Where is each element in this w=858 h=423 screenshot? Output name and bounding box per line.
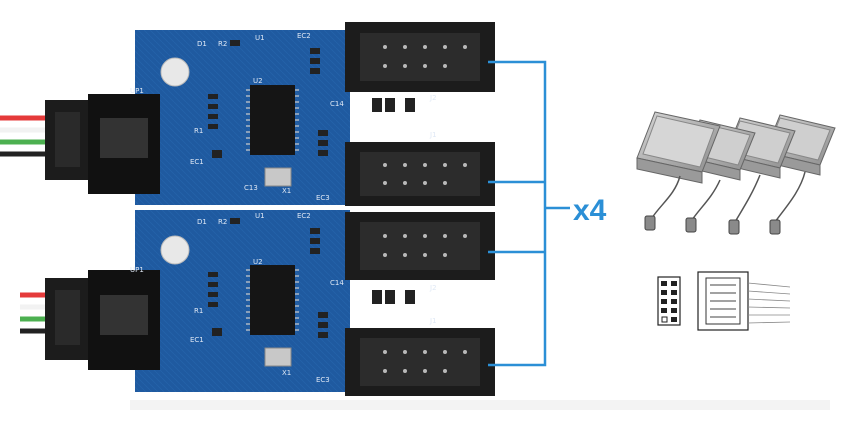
- usb-header-connector-3: [345, 212, 495, 280]
- silk-label-ec1: EC1: [190, 158, 204, 166]
- power-button-component: [160, 57, 190, 87]
- silk-label-x1-b: X1: [282, 369, 291, 377]
- silk-label-j1-b: J1: [429, 317, 437, 325]
- silk-label-up1: UP1: [130, 87, 144, 95]
- silk-label-d1: D1: [197, 40, 207, 48]
- usb-card-reader-icon: [636, 111, 836, 235]
- silk-label-u2: U2: [253, 77, 263, 85]
- silk-label-u2-b: U2: [253, 258, 263, 266]
- silk-label-ec1-b: EC1: [190, 336, 204, 344]
- silk-label-j1: J1: [429, 131, 437, 139]
- silk-label-ec2-b: EC2: [297, 212, 311, 220]
- controller-chip: [250, 85, 295, 155]
- usb-header-connector-2: [345, 142, 495, 206]
- pcb-board-top: UP1 U1 U2 EC1 EC2 EC3 D1 R1 R2 X1 C14 C1…: [0, 22, 495, 206]
- silk-label-u1: U1: [255, 34, 265, 42]
- silk-label-r2-b: R2: [218, 218, 227, 226]
- pcb-board-bottom: UP1 U1 U2 EC1 EC2 EC3 D1 R1 R2 X1 C14 J: [20, 210, 495, 396]
- silk-label-c14-b: C14: [330, 279, 344, 287]
- multiplier-label: x4: [573, 194, 607, 227]
- silk-label-r1-b: R1: [194, 307, 203, 315]
- silk-label-j2: J2: [429, 94, 437, 102]
- power-button-component-2: [160, 235, 190, 265]
- silk-label-c14: C14: [330, 100, 344, 108]
- controller-chip-2: [250, 265, 295, 335]
- usb-header-connector-1: [345, 22, 495, 92]
- crystal-oscillator-2: [264, 347, 292, 367]
- silk-label-ec3: EC3: [316, 194, 330, 202]
- cable-plug-icon: [644, 215, 781, 235]
- power-plug-connector: [45, 94, 160, 194]
- silk-label-r2: R2: [218, 40, 227, 48]
- usb-header-connector-icon: [697, 271, 791, 331]
- crystal-oscillator: [264, 167, 292, 187]
- silk-label-x1: X1: [282, 187, 291, 195]
- silk-label-j2-b: J2: [429, 284, 437, 292]
- silk-label-c13: C13: [244, 184, 258, 192]
- bracket-lines: [488, 60, 570, 367]
- silk-label-ec2: EC2: [297, 32, 311, 40]
- silk-label-r1: R1: [194, 127, 203, 135]
- silk-label-u1-b: U1: [255, 212, 265, 220]
- silk-label-d1-b: D1: [197, 218, 207, 226]
- usb-header-connector-4: [345, 328, 495, 396]
- power-plug-connector-2: [45, 270, 160, 370]
- silk-label-up1-b: UP1: [130, 266, 144, 274]
- silk-label-ec3-b: EC3: [316, 376, 330, 384]
- header-pinout-icon: [657, 276, 681, 326]
